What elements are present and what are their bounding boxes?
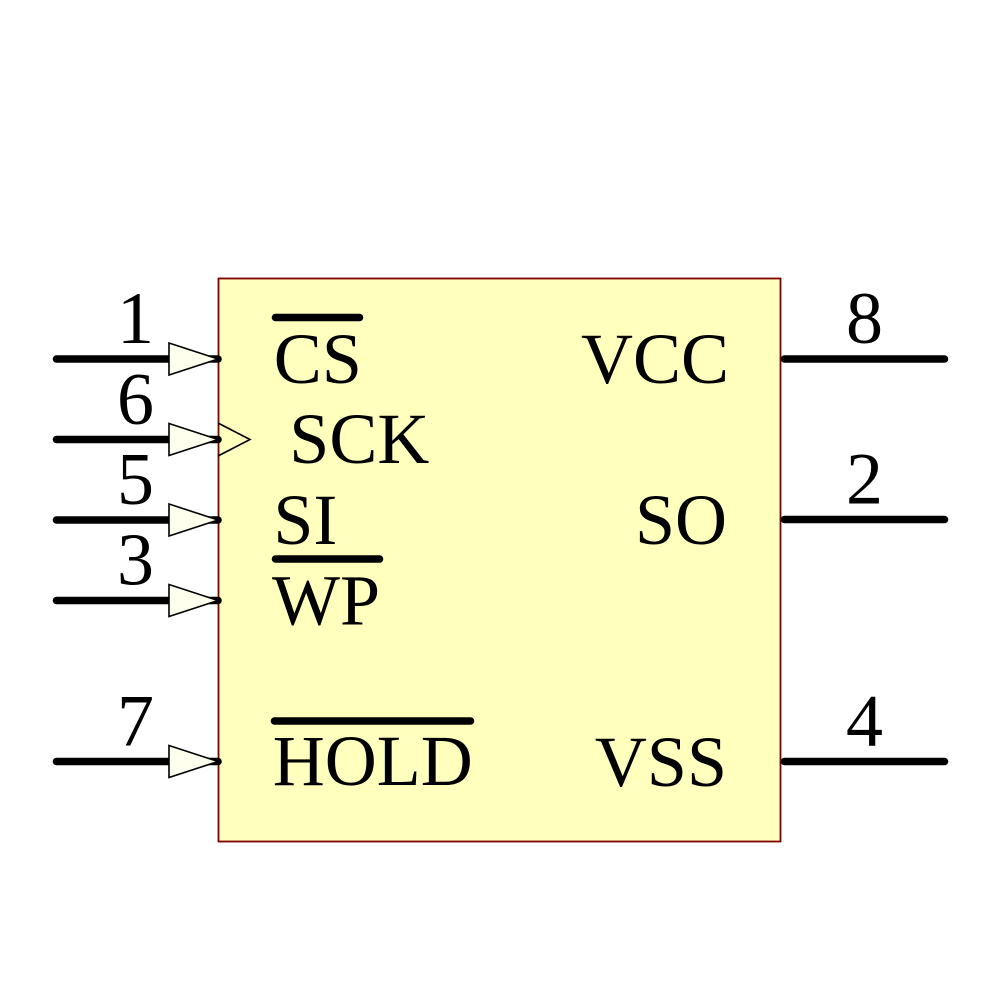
svg-text:SCK: SCK (289, 399, 429, 479)
svg-text:7: 7 (117, 681, 154, 763)
svg-text:SI: SI (273, 480, 337, 560)
svg-text:1: 1 (117, 278, 154, 360)
svg-text:2: 2 (846, 439, 883, 521)
svg-text:6: 6 (117, 359, 154, 441)
svg-text:SO: SO (635, 480, 727, 560)
svg-text:HOLD: HOLD (273, 721, 473, 801)
svg-text:8: 8 (846, 278, 883, 360)
svg-text:WP: WP (272, 561, 380, 641)
svg-text:CS: CS (274, 319, 362, 399)
svg-text:5: 5 (117, 439, 154, 521)
svg-text:3: 3 (117, 520, 154, 602)
svg-text:VSS: VSS (595, 722, 727, 802)
svg-text:VCC: VCC (581, 319, 729, 399)
svg-text:4: 4 (846, 681, 883, 763)
